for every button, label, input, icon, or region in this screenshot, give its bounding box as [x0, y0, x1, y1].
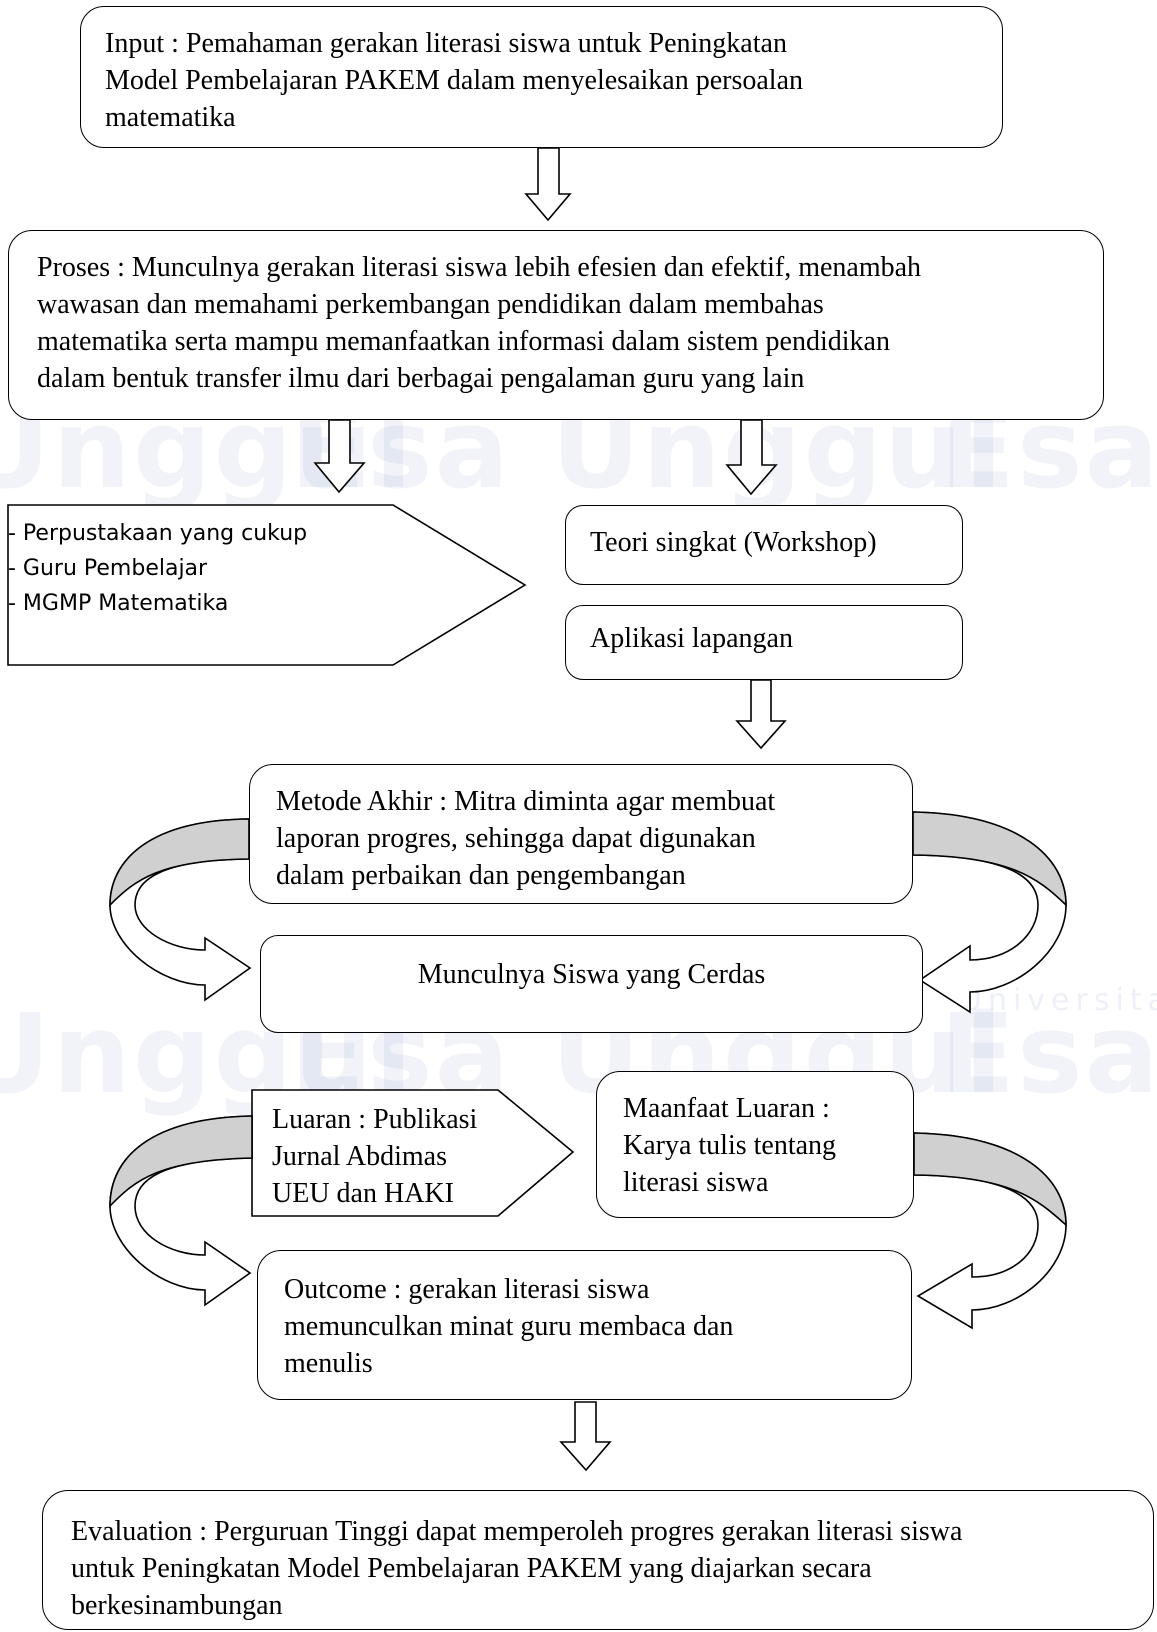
- resources-item-1: - Perpustakaan yang cukup: [8, 521, 308, 546]
- evaluation-box: Evaluation : Perguruan Tinggi dapat memp…: [42, 1490, 1154, 1630]
- teori-text: Teori singkat (Workshop): [590, 527, 877, 558]
- evaluation-text: Evaluation : Perguruan Tinggi dapat memp…: [71, 1516, 963, 1621]
- proses-text: Proses : Munculnya gerakan literasi sisw…: [37, 252, 922, 394]
- arrow-proses-to-teori: [725, 419, 778, 496]
- manfaat-box: Maanfaat Luaran : Karya tulis tentang li…: [596, 1071, 914, 1218]
- arrow-aplikasi-to-metode: [735, 679, 787, 750]
- siswa-cerdas-box: Munculnya Siswa yang Cerdas: [260, 935, 923, 1033]
- aplikasi-text: Aplikasi lapangan: [590, 623, 793, 654]
- resources-item-2: - Guru Pembelajar: [8, 556, 208, 581]
- watermark-right-2: Esa Unggul: [940, 990, 1157, 1118]
- manfaat-text: Maanfaat Luaran : Karya tulis tentang li…: [623, 1093, 837, 1198]
- resources-item-3: - MGMP Matematika: [8, 591, 229, 616]
- arrow-outcome-to-evaluation: [559, 1401, 612, 1472]
- resources-list: - Perpustakaan yang cukup - Guru Pembela…: [8, 516, 307, 621]
- outcome-text: Outcome : gerakan literasi siswa memuncu…: [284, 1274, 734, 1379]
- luaran-text: Luaran : Publikasi Jurnal Abdimas UEU da…: [272, 1104, 478, 1209]
- arrow-proses-to-resources: [313, 419, 366, 494]
- metode-akhir-box: Metode Akhir : Mitra diminta agar membua…: [249, 764, 913, 904]
- metode-akhir-text: Metode Akhir : Mitra diminta agar membua…: [276, 786, 776, 891]
- curved-band-right-upper: [912, 811, 1067, 907]
- aplikasi-box: Aplikasi lapangan: [565, 605, 963, 680]
- luaran-pentagon: [251, 1089, 575, 1217]
- curved-band-left-lower: [109, 1115, 253, 1208]
- proses-box: Proses : Munculnya gerakan literasi sisw…: [8, 230, 1104, 420]
- input-box: Input : Pemahaman gerakan literasi siswa…: [80, 6, 1003, 148]
- arrow-input-to-proses: [524, 147, 572, 222]
- resources-pentagon: [7, 504, 527, 666]
- teori-box: Teori singkat (Workshop): [565, 505, 963, 585]
- siswa-cerdas-text: Munculnya Siswa yang Cerdas: [417, 959, 766, 990]
- curved-band-left-upper: [109, 818, 250, 907]
- curved-band-right-lower: [913, 1132, 1067, 1227]
- input-text: Input : Pemahaman gerakan literasi siswa…: [105, 28, 803, 133]
- outcome-box: Outcome : gerakan literasi siswa memuncu…: [257, 1250, 912, 1400]
